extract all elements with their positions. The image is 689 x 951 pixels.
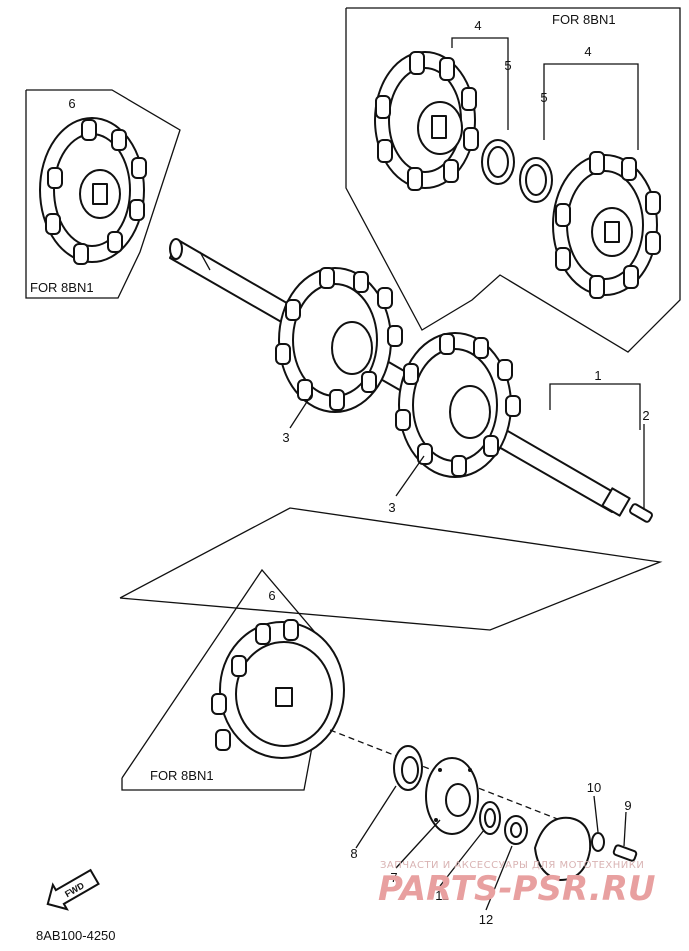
washer-10 [591,832,605,852]
callout-5-a: 5 [504,58,511,73]
sprocket-6-a [39,117,147,265]
bearing-stack [329,729,638,911]
inset-top-right: FOR 8BN1 [345,7,681,353]
collar-5-b [519,157,553,203]
seal-11 [479,801,501,835]
callout-1: 1 [594,368,601,383]
callout-10: 10 [587,780,601,795]
watermark-logo: PARTS-PSR.RU [378,869,655,909]
housing-7 [425,757,479,835]
collar-5-a [481,139,515,185]
bolt-2 [629,503,653,523]
sprocket-3-a [275,267,403,413]
variant-label-bottom: FOR 8BN1 [150,768,214,783]
callout-6-a: 6 [68,96,75,111]
callout-3-a: 3 [282,430,289,445]
callout-5-b: 5 [540,90,547,105]
sprocket-4-b [552,151,661,299]
callout-2: 2 [642,408,649,423]
callout-4-a: 4 [474,18,481,33]
sprocket-3-b [395,332,521,478]
callout-11: 11 [435,888,449,903]
variant-label-top-right: FOR 8BN1 [552,12,616,27]
fwd-arrow-icon: FWD [46,868,100,911]
callout-12: 12 [479,912,493,927]
shaft-assembly [169,238,653,523]
bolt-9 [612,844,638,862]
inset-bottom: FOR 8BN1 [119,507,663,791]
callout-4-b: 4 [584,44,591,59]
cover-unit [534,816,592,881]
variant-label-left: FOR 8BN1 [30,280,94,295]
callout-7: 7 [390,870,397,885]
inset-left: FOR 8BN1 [25,89,181,299]
nut-12 [504,815,528,845]
diagram-code: 8AB100-4250 [36,928,116,943]
callout-9: 9 [624,798,631,813]
watermark-tagline: ЗАПЧАСТИ И АКСЕССУАРЫ ДЛЯ МОТОТЕХНИКИ [380,860,644,871]
sprocket-6-b [211,619,345,759]
callout-8: 8 [350,846,357,861]
callout-3-b: 3 [388,500,395,515]
bearing-8 [393,745,423,791]
callouts: 1 2 3 3 4 4 5 5 6 6 7 8 9 10 11 12 [68,18,649,927]
sprocket-4-a [374,51,479,191]
callout-6-b: 6 [268,588,275,603]
